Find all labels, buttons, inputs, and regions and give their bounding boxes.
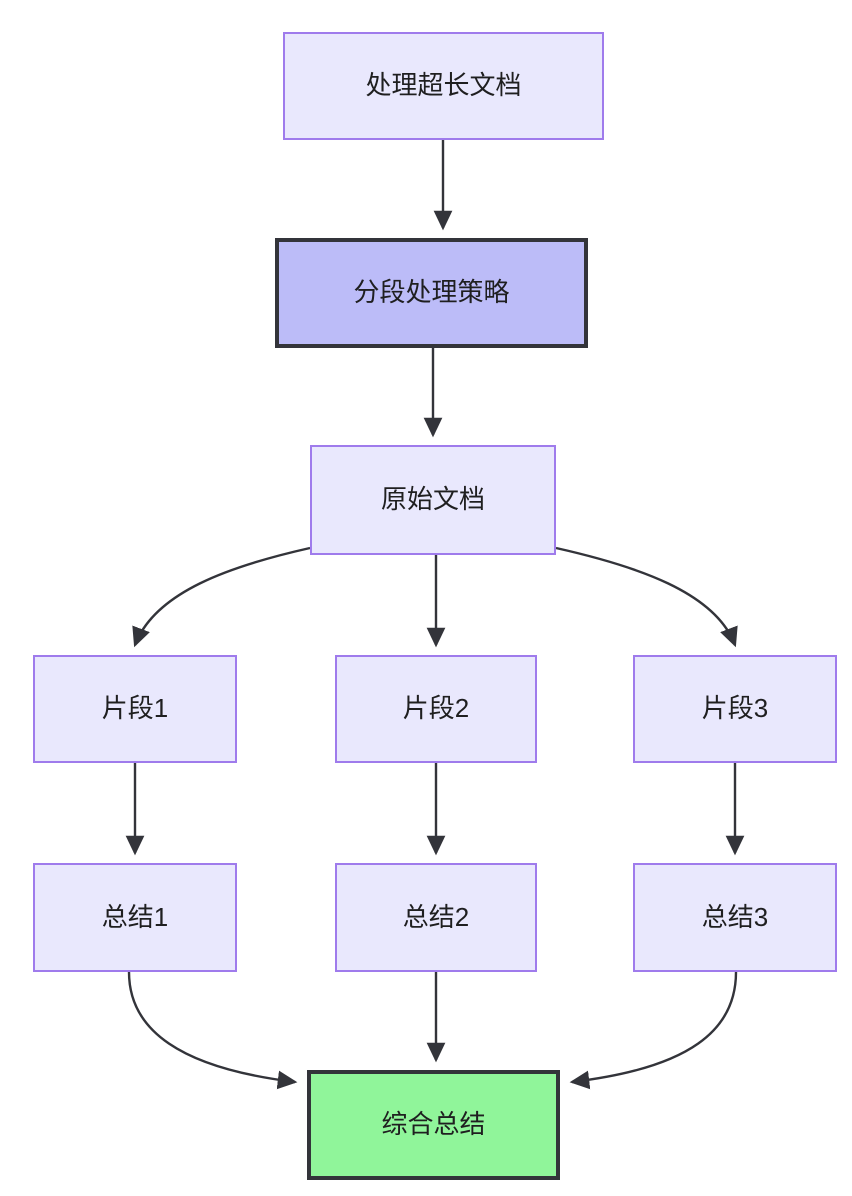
node-summary-2[interactable]: 总结2: [335, 863, 537, 972]
edge-raw-to-seg1: [132, 546, 311, 648]
node-segment-3[interactable]: 片段3: [633, 655, 837, 763]
node-combined-summary[interactable]: 综合总结: [307, 1070, 560, 1180]
node-segment-2[interactable]: 片段2: [335, 655, 537, 763]
node-label: 分段处理策略: [353, 277, 510, 308]
node-chunking-strategy[interactable]: 分段处理策略: [275, 238, 588, 348]
node-label: 总结2: [402, 901, 470, 932]
node-label: 原始文档: [380, 484, 485, 515]
node-original-document[interactable]: 原始文档: [310, 445, 556, 555]
node-label: 综合总结: [381, 1109, 486, 1140]
edge-sum1-to-final: [127, 971, 298, 1090]
node-label: 片段3: [701, 693, 769, 724]
node-label: 总结3: [701, 901, 769, 932]
node-summary-3[interactable]: 总结3: [633, 863, 837, 972]
node-segment-1[interactable]: 片段1: [33, 655, 237, 763]
node-label: 片段1: [101, 693, 169, 724]
node-label: 处理超长文档: [365, 70, 522, 101]
node-label: 片段2: [402, 693, 470, 724]
node-summary-1[interactable]: 总结1: [33, 863, 237, 972]
edge-sum3-to-final: [569, 971, 738, 1090]
node-process-long-document[interactable]: 处理超长文档: [283, 32, 604, 140]
edge-raw-to-seg3: [555, 546, 738, 648]
node-label: 总结1: [101, 901, 169, 932]
